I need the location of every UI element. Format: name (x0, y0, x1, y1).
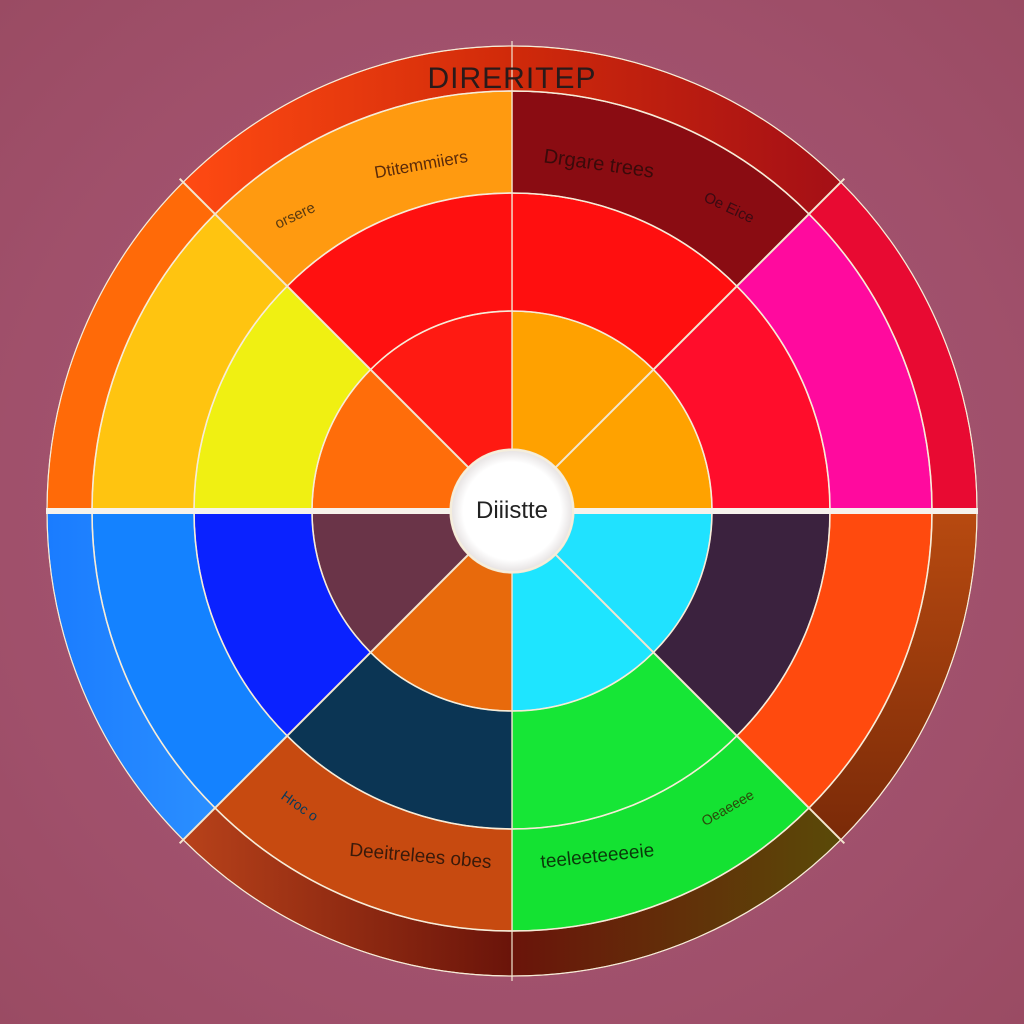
spoke-line (555, 177, 846, 468)
spoke-line (555, 554, 846, 845)
wheel-title: DIRERITEP (427, 62, 596, 95)
center-label: Diiistte (476, 497, 548, 524)
wheel-segments (46, 45, 978, 977)
spoke-line (178, 177, 469, 468)
spoke-line (178, 554, 469, 845)
center-hub (450, 449, 574, 573)
